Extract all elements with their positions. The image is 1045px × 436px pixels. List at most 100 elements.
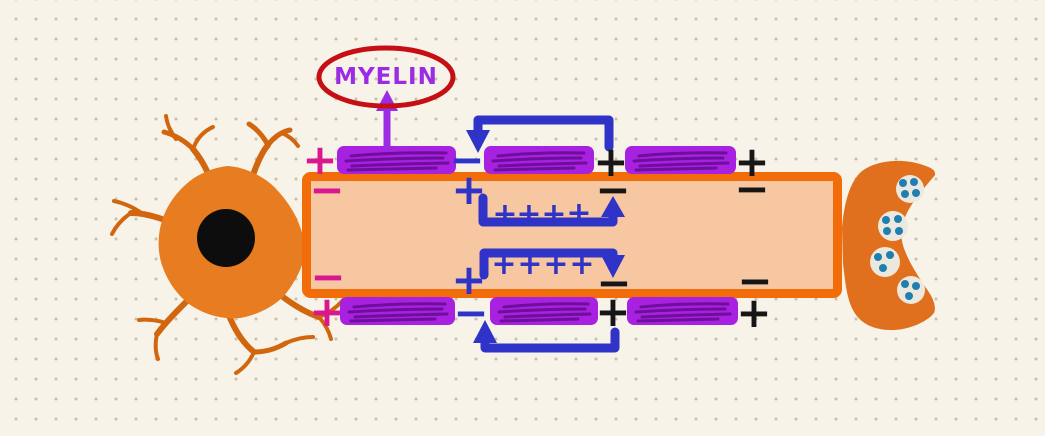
dendrite-branch [161,129,196,152]
arrowhead-down [601,255,625,278]
myelin-texture-line [503,312,592,319]
myelin-texture-line [632,156,725,163]
myelin-label-ellipse [316,45,456,109]
charge-sign-blue-plus: + [451,165,487,214]
dendrite-branch [234,350,256,375]
neurotransmitter-dot [874,253,882,261]
myelin-texture-line [640,312,732,319]
neurotransmitter-dots [874,178,920,300]
neurotransmitter-dot [894,215,902,223]
neurotransmitter-dot [905,292,913,300]
myelin-texture-line [346,166,438,172]
vesicle [870,247,900,277]
vesicle [896,175,924,203]
neurotransmitter-dot [912,282,920,290]
current-arrow-heads [466,130,625,343]
myelin-texture-line [638,161,730,168]
myelin-texture-line [353,312,449,319]
charge-sign-blue-plus: + [566,196,592,231]
myelin-label: MYELIN [334,64,438,90]
dendrite-branch [164,114,178,141]
charge-sign-blue-plus: + [492,197,518,232]
vesicle [878,211,908,241]
myelin-texture-line [347,307,444,314]
neurotransmitter-dot [886,251,894,259]
myelin-texture-line [502,302,590,309]
charge-sign-black-plus: + [595,287,631,336]
charge-sign-blue-plus: + [451,255,487,304]
dendrite-branch [227,315,257,355]
axon-membrane [302,172,842,298]
neurotransmitter-dot [883,227,891,235]
dendrite-branch [265,127,293,148]
neurotransmitter-dot [879,264,887,272]
myelin-texture [344,151,732,323]
myelin-pointer [376,90,398,151]
dendrite-branch [317,315,333,341]
charge-sign-blue-plus: + [569,247,595,282]
charge-sign-black-minus: − [737,256,773,305]
nucleus [197,209,255,267]
myelin-texture-line [497,161,588,168]
charge-sign-blue-plus: + [516,197,542,232]
myelin-texture-line [349,151,448,158]
neurotransmitter-dot [901,190,909,198]
charge-sign-black-plus: + [593,137,629,186]
neurotransmitter-dot [895,227,903,235]
inner-current-top-shaft [478,193,618,227]
myelin-texture-line [634,307,727,314]
charge-sign-pink-minus: − [309,165,345,214]
dendrite-branch [137,317,168,325]
neurotransmitter-dot [901,280,909,288]
myelin-texture-line [352,302,447,309]
arrowhead-down [466,130,490,153]
arrowhead-up [601,196,625,217]
myelin-texture-line [493,166,576,172]
charge-sign-pink-plus: + [309,287,345,336]
charge-sign-pink-minus: − [310,252,346,301]
myelin-texture-line [497,307,587,314]
dendrite-branch [249,142,271,181]
myelin-texture-line [637,151,728,158]
charge-sign-black-plus: + [734,137,770,186]
dendrite-branch [154,297,191,337]
myelin-texture-line [349,317,437,323]
dendrites [110,114,345,375]
charge-sign-black-minus: − [595,165,631,214]
charge-sign-blue-plus: + [491,247,517,282]
charge-sign-black-minus: − [734,164,770,213]
charge-sign-blue-minus: − [449,135,485,184]
myelin-texture-line [496,151,586,158]
charge-sign-blue-plus: + [543,247,569,282]
charge-sign-black-minus: − [596,258,632,307]
myelin-texture-line [636,317,720,323]
dendrite-branch [246,121,271,148]
charge-sign-pink-plus: + [302,135,338,184]
outer-loop-bottom-shaft [480,327,620,353]
charge-sign-blue-plus: + [517,247,543,282]
myelin-texture-line [491,156,583,163]
charge-sign-blue-minus: − [453,288,489,337]
axon [302,172,842,298]
dendrite-branch [284,335,315,345]
dendrite-branch [251,340,289,355]
neurotransmitter-dot [899,179,907,187]
neurotransmitter-dot [910,178,918,186]
myelin-texture-line [350,161,450,168]
charge-sign-black-plus: + [736,288,772,337]
dendrite-branch [112,199,145,216]
myelin-texture-line [499,317,580,323]
neurotransmitter-dot [882,216,890,224]
myelin-texture-line [634,166,718,172]
arrowhead-up [473,320,497,343]
dendrite-branch [153,332,160,361]
neurotransmitter-dot [912,189,920,197]
dendrite-branch [191,125,215,151]
vesicle [897,276,925,304]
dendrite-branch [280,294,322,320]
myelin-texture-line [344,156,445,163]
myelin-texture-line [639,302,730,309]
dendrite-branch [110,211,133,236]
